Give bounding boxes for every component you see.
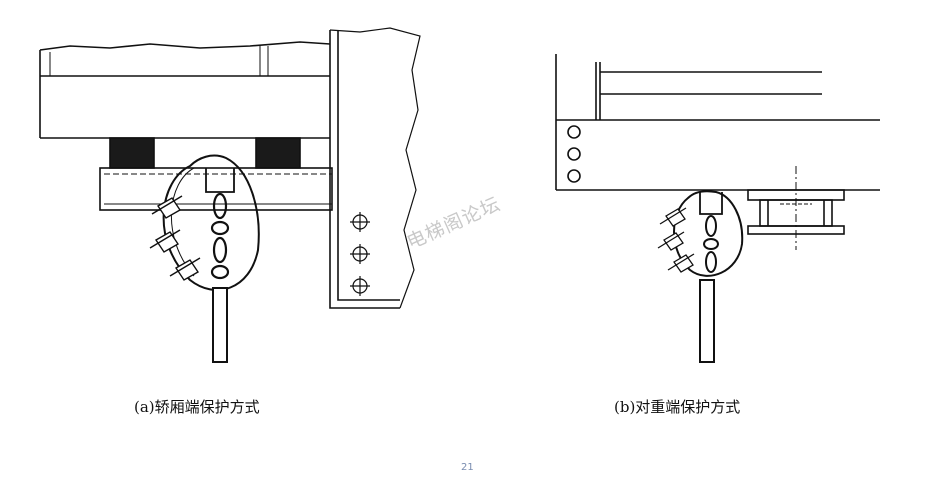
chain-a xyxy=(210,192,230,280)
counterweight-frame xyxy=(555,54,880,191)
page-number: 21 xyxy=(461,462,474,473)
rope-b xyxy=(699,279,715,363)
rubber-pad-left xyxy=(109,137,155,169)
car-bottom-channel xyxy=(99,167,333,211)
safety-wire-loop-a xyxy=(162,154,260,291)
caption-a: (a)轿厢端保护方式 xyxy=(134,398,260,416)
caption-b: (b)对重端保护方式 xyxy=(614,398,741,416)
diagram-a xyxy=(39,27,421,363)
chain-b xyxy=(703,215,719,273)
bracket-a xyxy=(205,168,235,193)
bolt-holes-b xyxy=(567,125,581,183)
rope-clips-a xyxy=(149,195,201,281)
rope-a xyxy=(212,287,228,363)
rope-clips-b xyxy=(657,207,695,273)
car-top-beam xyxy=(39,41,331,139)
buffer-b xyxy=(747,166,845,250)
bolt-holes-a xyxy=(350,212,370,296)
rubber-pad-right xyxy=(255,137,301,169)
car-side-plate xyxy=(329,27,421,309)
diagram-b xyxy=(555,54,880,363)
bracket-b xyxy=(699,192,723,215)
